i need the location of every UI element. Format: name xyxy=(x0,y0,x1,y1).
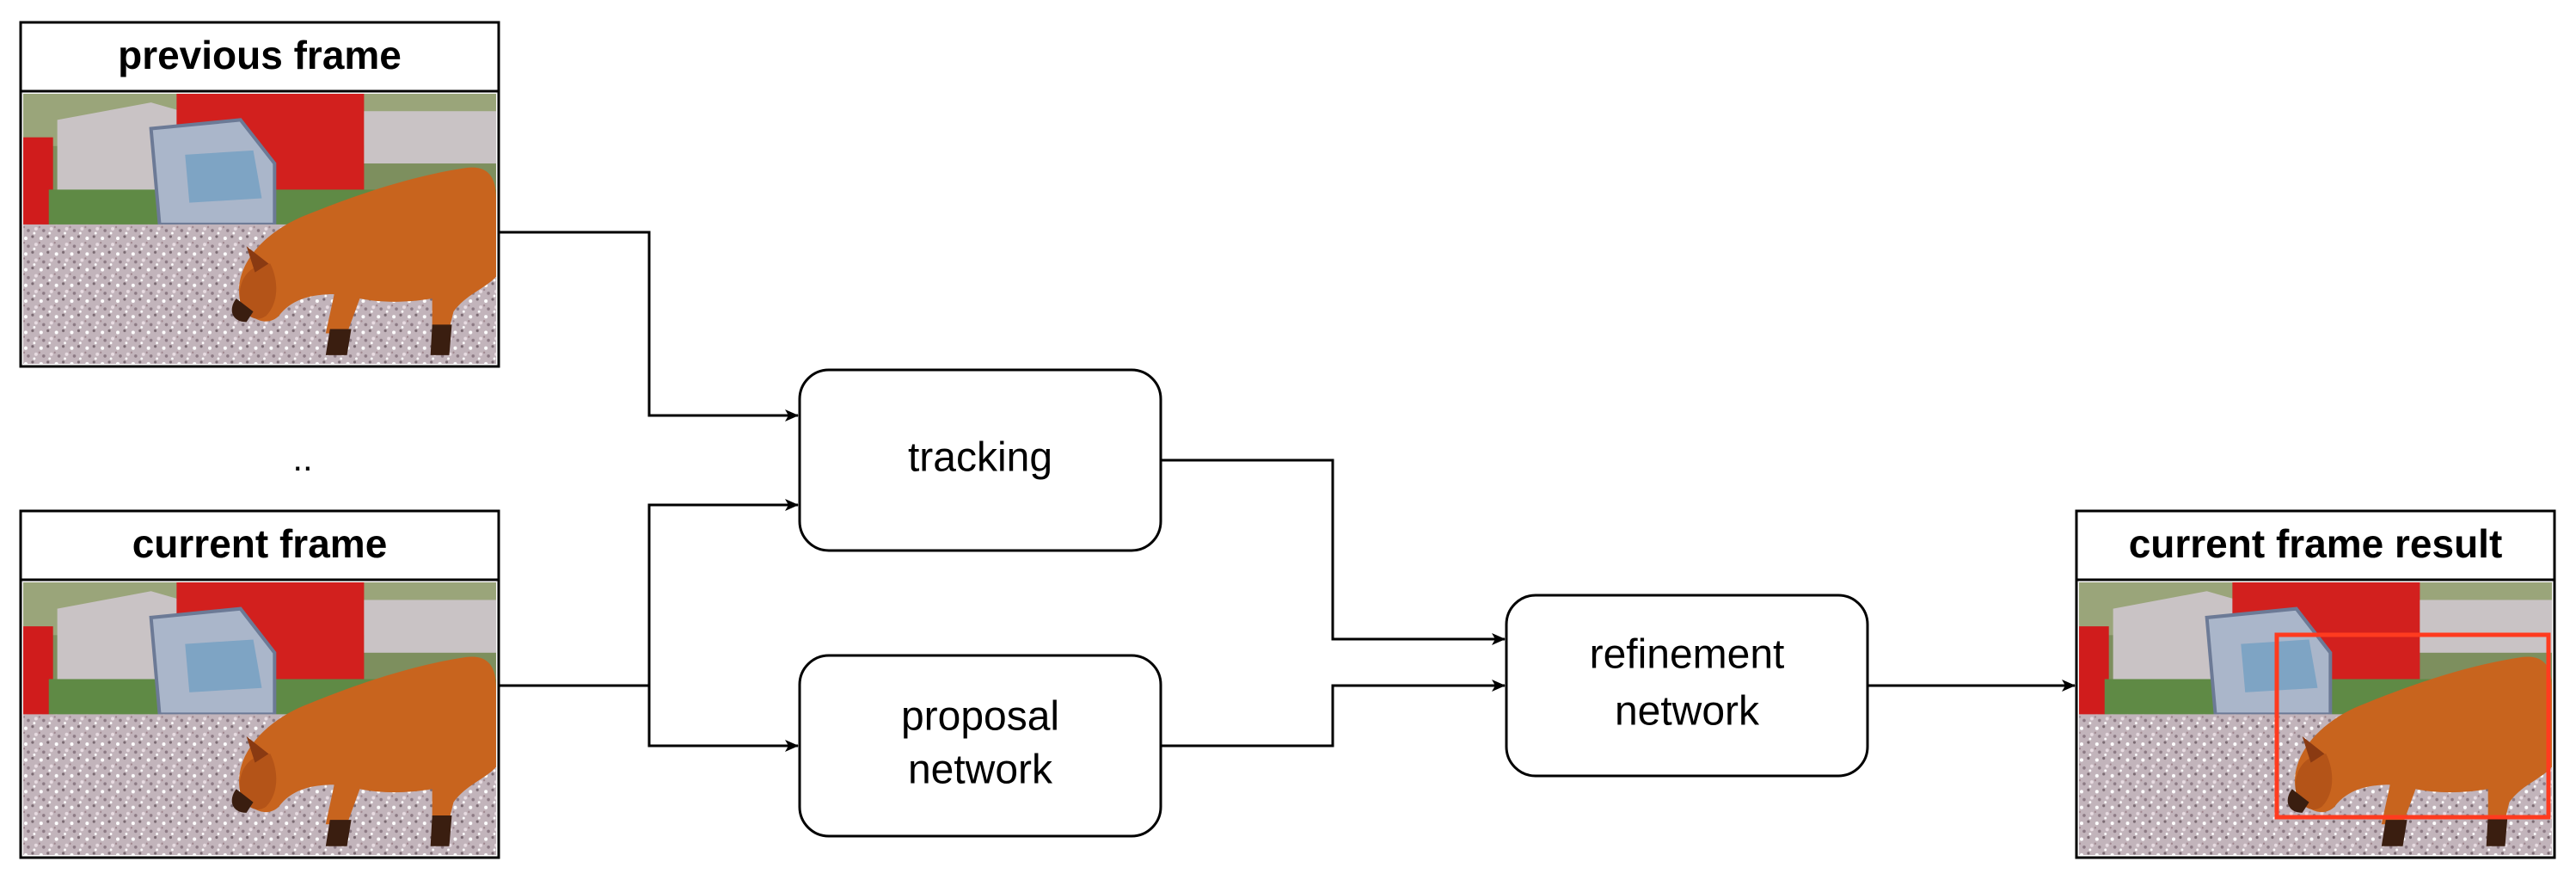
refinement-network-node: refinement network xyxy=(1505,594,1869,778)
proposal-network-node-label-2: network xyxy=(908,748,1053,793)
current-frame-panel-title: current frame xyxy=(132,521,388,566)
refinement-network-node-box xyxy=(1505,594,1869,778)
arrow-previous-to-tracking xyxy=(499,231,799,421)
arrow-proposal-to-refinement xyxy=(1161,680,1506,748)
frame-ellipsis: .. xyxy=(292,438,312,478)
result-frame-panel: current frame result xyxy=(2075,509,2556,859)
proposal-network-node-box xyxy=(798,654,1162,838)
result-frame-panel-photo xyxy=(2079,582,2552,855)
arrow-current-to-tracking xyxy=(647,499,799,686)
refinement-network-node-label-2: network xyxy=(1615,689,1760,735)
arrow-tracking-to-refinement xyxy=(1161,458,1506,645)
tracking-node: tracking xyxy=(798,368,1162,552)
previous-frame-panel: previous frame xyxy=(19,21,500,368)
arrow-current-to-proposal xyxy=(647,686,799,752)
current-frame-panel: current frame xyxy=(19,509,500,859)
proposal-network-node: proposal network xyxy=(798,654,1162,838)
previous-frame-panel-title: previous frame xyxy=(118,33,402,77)
current-frame-panel-photo xyxy=(23,582,496,855)
result-frame-panel-title: current frame result xyxy=(2129,521,2503,566)
proposal-network-node-label-1: proposal xyxy=(901,694,1059,740)
tracking-node-label-1: tracking xyxy=(908,435,1052,481)
refinement-network-node-label-1: refinement xyxy=(1590,632,1785,678)
result-bounding-box xyxy=(2274,632,2551,820)
previous-frame-panel-photo xyxy=(23,94,496,364)
